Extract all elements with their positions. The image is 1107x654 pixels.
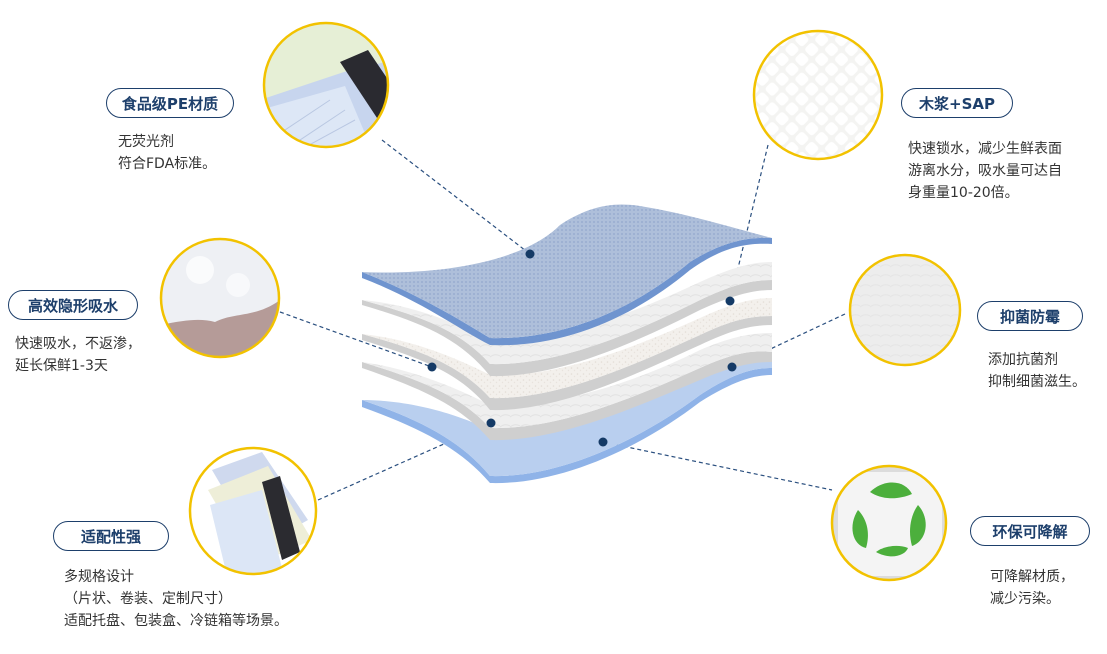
feature-fit-title: 适配性强: [53, 521, 169, 551]
feature-eco-desc: 可降解材质， 减少污染。: [990, 566, 1074, 610]
desc-line: 可降解材质，: [990, 569, 1074, 585]
layer-pulp-3: [362, 298, 772, 411]
desc-line: 添加抗菌剂: [988, 352, 1058, 368]
layer-markers: [427, 249, 737, 447]
layer-top-pe: [362, 204, 772, 346]
desc-line: 快速锁水，减少生鲜表面: [908, 141, 1062, 157]
feature-pulp-title: 木浆+SAP: [901, 88, 1013, 118]
quilted-pulp-photo: [754, 31, 882, 159]
desc-line: 抑制细菌滋生。: [988, 374, 1086, 390]
desc-line: 符合FDA标准。: [118, 156, 217, 172]
feature-eco-title: 环保可降解: [970, 516, 1090, 546]
desc-line: 减少污染。: [990, 591, 1060, 607]
feature-pulp-desc: 快速锁水，减少生鲜表面 游离水分，吸水量可达自 身重量10-20倍。: [908, 138, 1062, 204]
feature-antibac-desc: 添加抗菌剂 抑制细菌滋生。: [988, 349, 1086, 393]
desc-line: 延长保鲜1-3天: [15, 358, 108, 374]
desc-line: 无荧光剂: [118, 134, 174, 150]
desc-line: 身重量10-20倍。: [908, 185, 1019, 201]
feature-fit-desc: 多规格设计 （片状、卷装、定制尺寸） 适配托盘、包装盒、冷链箱等场景。: [64, 566, 288, 632]
desc-line: 快速吸水，不返渗，: [15, 336, 141, 352]
recycle-leaf-icon: [832, 466, 946, 580]
layer-nonwoven-4: [362, 333, 772, 441]
desc-line: 多规格设计: [64, 569, 134, 585]
pad-samples-photo: [190, 448, 316, 574]
desc-line: 适配托盘、包装盒、冷链箱等场景。: [64, 613, 288, 629]
feature-absorb-title: 高效隐形吸水: [8, 290, 138, 320]
feature-antibac-title: 抑菌防霉: [977, 301, 1083, 331]
desc-line: 游离水分，吸水量可达自: [908, 163, 1062, 179]
nonwoven-texture-photo: [850, 255, 960, 365]
feature-pe-desc: 无荧光剂 符合FDA标准。: [118, 131, 216, 175]
feature-absorb-desc: 快速吸水，不返渗， 延长保鲜1-3天: [15, 333, 141, 377]
feature-pe-title: 食品级PE材质: [106, 88, 234, 118]
pe-film-photo: [264, 23, 388, 147]
sap-crystals-photo: [161, 239, 279, 357]
layer-nonwoven-2: [362, 262, 772, 377]
desc-line: （片状、卷装、定制尺寸）: [64, 591, 232, 607]
